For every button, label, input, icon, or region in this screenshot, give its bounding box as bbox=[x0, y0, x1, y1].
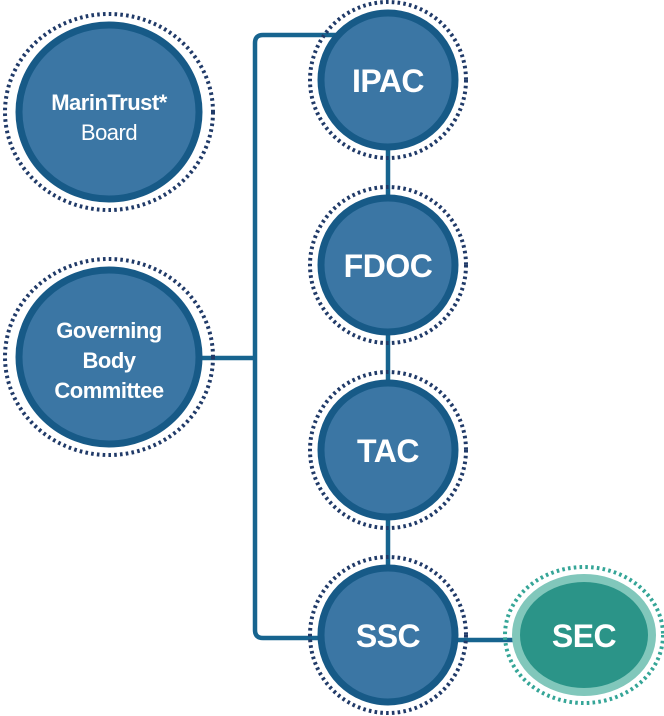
node-ipac: IPAC bbox=[308, 0, 468, 160]
trunk-connector-line bbox=[252, 32, 345, 641]
circle-body bbox=[15, 21, 203, 203]
node-fdoc: FDOC bbox=[308, 185, 468, 345]
dotted-ring bbox=[3, 12, 215, 212]
dotted-ring bbox=[308, 370, 468, 530]
circle-body bbox=[317, 564, 459, 706]
node-sec: SEC bbox=[503, 565, 664, 705]
node-governing-body-committee: Governing Body Committee bbox=[3, 257, 215, 457]
node-ssc: SSC bbox=[308, 555, 468, 715]
node-label-line3: Committee bbox=[54, 378, 163, 403]
dotted-ring bbox=[308, 0, 468, 160]
dotted-ring bbox=[503, 565, 664, 705]
node-label-line1: Governing bbox=[56, 318, 162, 343]
circle-body bbox=[512, 574, 656, 696]
dotted-ring bbox=[308, 555, 468, 715]
node-label: SEC bbox=[552, 618, 617, 654]
node-marintrust-board: MarinTrust* Board bbox=[3, 12, 215, 212]
dotted-ring bbox=[3, 257, 215, 457]
node-label-line2: Board bbox=[81, 120, 137, 145]
node-label-line1: MarinTrust* bbox=[51, 90, 167, 115]
node-label-line2: Body bbox=[83, 348, 137, 373]
node-label: SSC bbox=[356, 618, 421, 654]
circle-body bbox=[317, 194, 459, 336]
circle-body bbox=[317, 379, 459, 521]
node-label: IPAC bbox=[352, 63, 424, 99]
node-tac: TAC bbox=[308, 370, 468, 530]
dotted-ring bbox=[308, 185, 468, 345]
circle-body bbox=[317, 9, 459, 151]
circle-body bbox=[15, 266, 203, 448]
node-label: TAC bbox=[357, 433, 419, 469]
node-label: FDOC bbox=[344, 248, 433, 284]
